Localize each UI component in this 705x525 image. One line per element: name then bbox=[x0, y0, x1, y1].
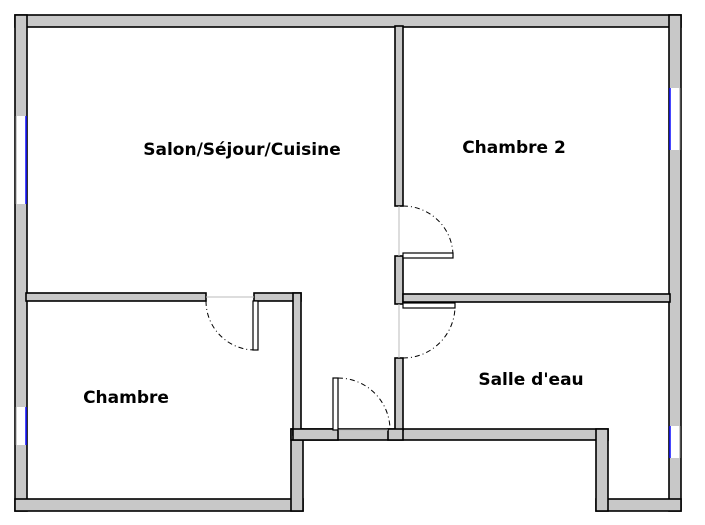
outer-walls bbox=[14, 14, 682, 512]
wall-center-stub bbox=[394, 255, 404, 305]
door-chambre bbox=[205, 296, 259, 351]
window-left-upper bbox=[15, 116, 27, 204]
windows bbox=[15, 88, 681, 458]
wall-notch-right bbox=[595, 428, 609, 512]
door-entrance bbox=[332, 377, 391, 431]
wall-bottom-left bbox=[14, 498, 304, 512]
label-chambre: Chambre bbox=[83, 388, 169, 408]
wall-bedroom-bottom-stub bbox=[292, 428, 339, 441]
window-left-lower bbox=[15, 407, 27, 445]
doors bbox=[205, 205, 456, 431]
label-salon-sejour-cuisine: Salon/Séjour/Cuisine bbox=[143, 140, 341, 160]
door-salle-d-eau bbox=[398, 302, 456, 359]
label-salle-d-eau: Salle d'eau bbox=[478, 370, 583, 390]
window-right-upper bbox=[669, 88, 681, 150]
wall-corridor-bottom bbox=[387, 428, 404, 441]
wall-notch-left bbox=[290, 428, 304, 512]
wall-center-upper bbox=[394, 25, 404, 207]
door-chambre-2 bbox=[398, 205, 454, 259]
wall-top bbox=[14, 14, 682, 28]
label-chambre-2: Chambre 2 bbox=[462, 138, 566, 158]
wall-bed2-bottom bbox=[402, 293, 671, 303]
window-right-lower bbox=[669, 426, 681, 458]
wall-bedroom-right bbox=[292, 292, 302, 436]
room-labels: Salon/Séjour/Cuisine Chambre 2 Chambre S… bbox=[83, 138, 584, 408]
wall-center-lower bbox=[394, 357, 404, 431]
wall-bedroom-top-left bbox=[25, 292, 207, 302]
